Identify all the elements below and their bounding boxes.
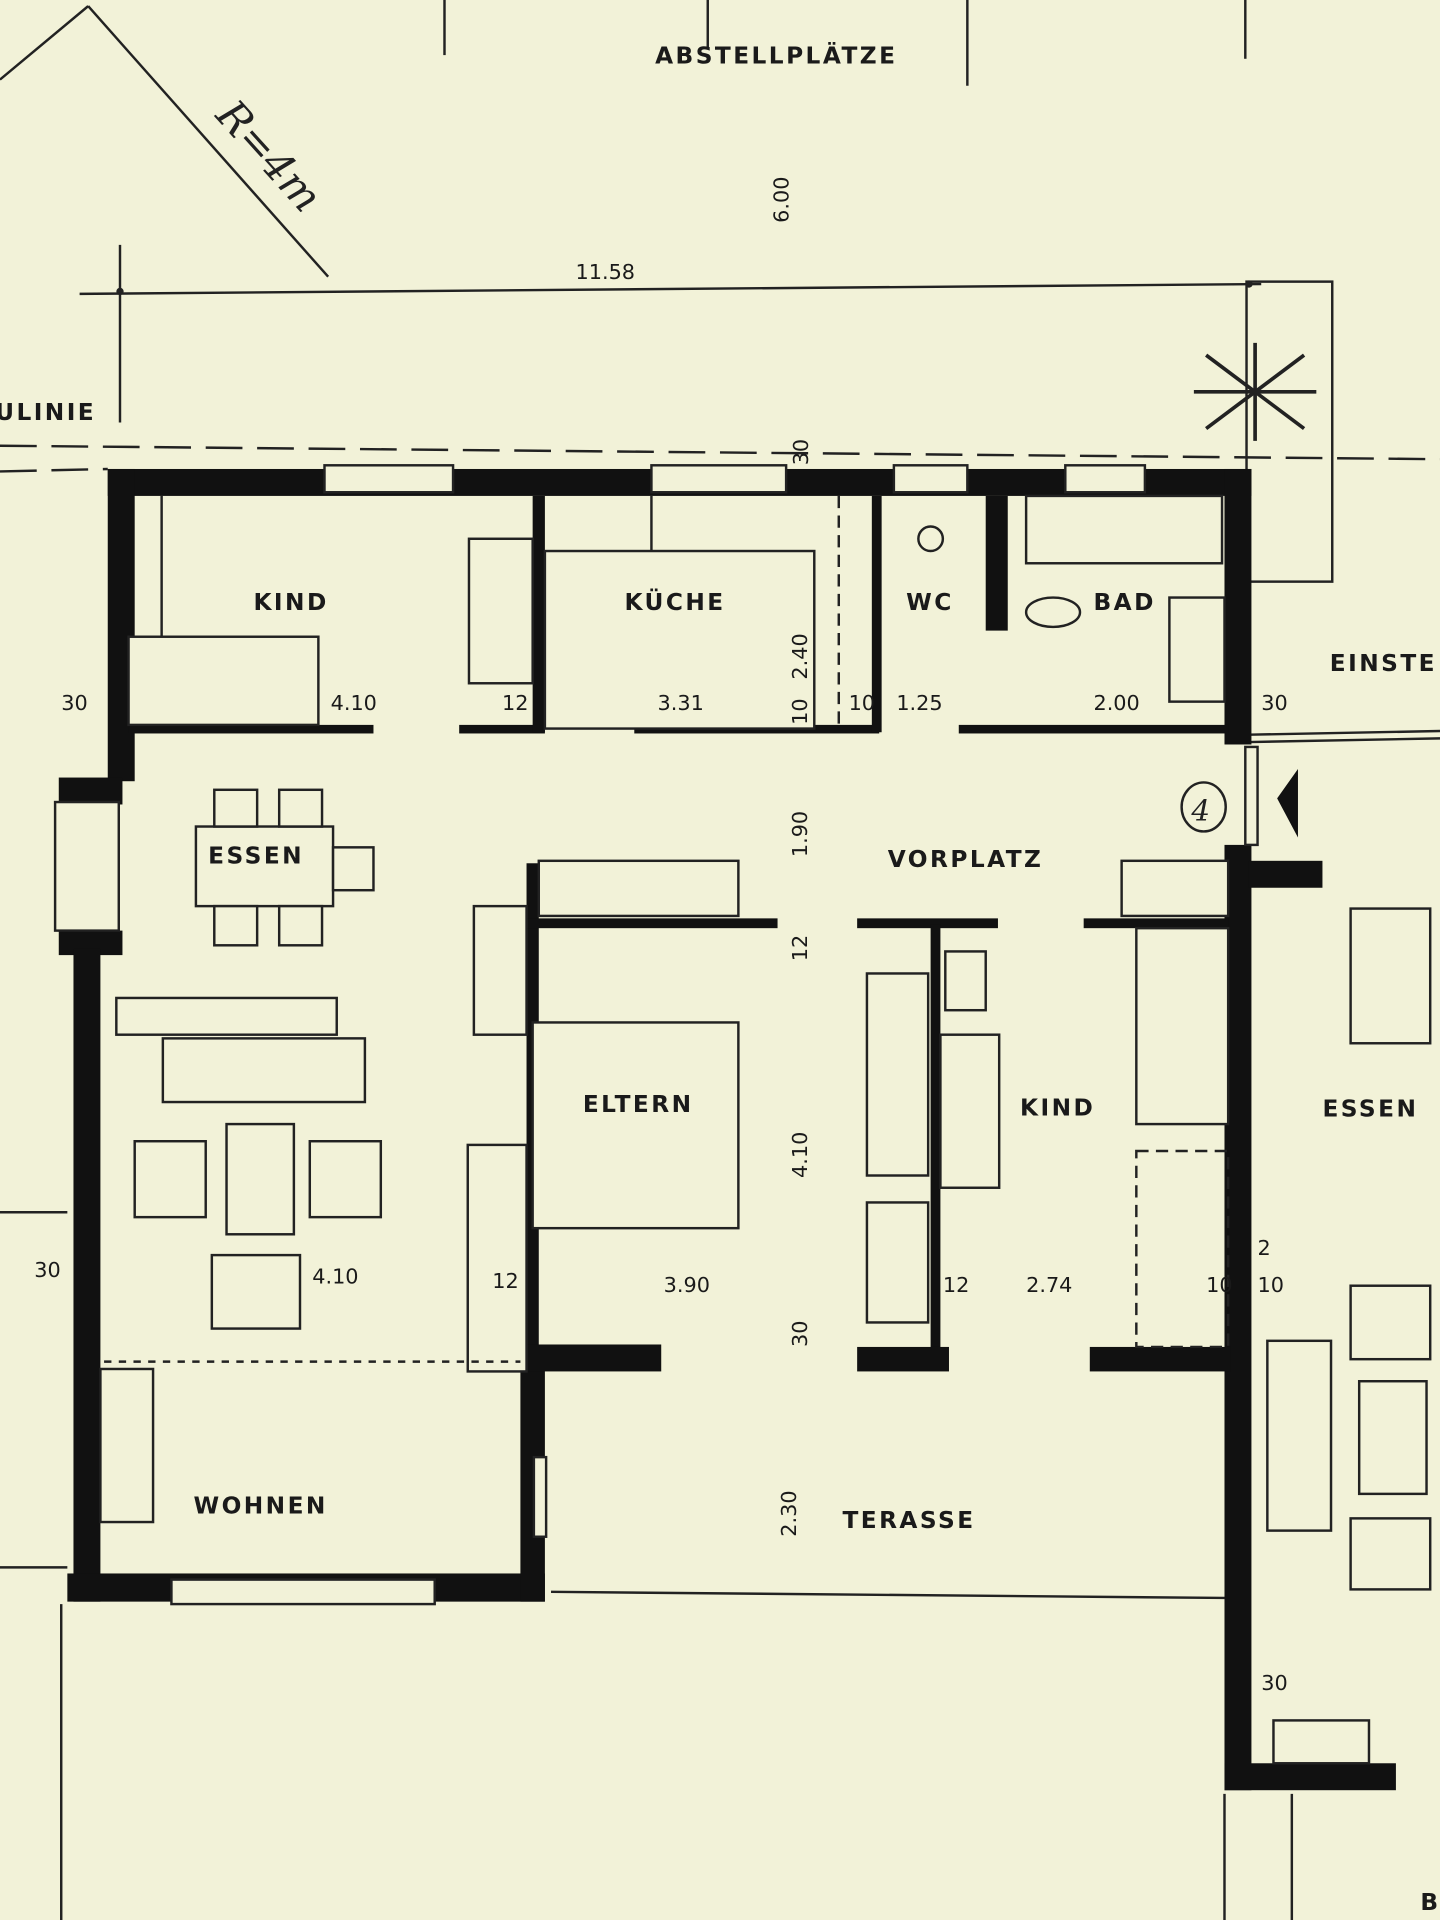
dim-wall-10-c: 10 [1206, 1273, 1232, 1297]
dim-wall-2: 2 [1258, 1236, 1271, 1260]
radius-note: R=4m [206, 89, 332, 221]
dim-wall-12-d: 12 [943, 1273, 969, 1297]
room-essen: ESSEN [208, 842, 304, 869]
dim-wall-10-d: 10 [1258, 1273, 1284, 1297]
room-vorplatz: VORPLATZ [888, 846, 1044, 873]
dim-right-wall-bottom: 30 [1261, 1671, 1287, 1695]
dim-kueche-width: 3.31 [658, 691, 704, 715]
tree-symbol [1193, 342, 1317, 441]
dim-terasse-depth: 2.30 [777, 1490, 801, 1536]
room-bad: BAD [1093, 589, 1155, 616]
walls [58, 468, 1396, 1791]
unit-number: 4 [1190, 793, 1210, 827]
dim-right-wall-top: 30 [1261, 691, 1287, 715]
dim-wall-12-a: 12 [502, 691, 528, 715]
room-wohnen: WOHNEN [193, 1492, 327, 1519]
room-essen-neighbor: ESSEN [1322, 1096, 1418, 1123]
dim-wall-12-c: 12 [492, 1269, 518, 1293]
dim-bad-width: 2.00 [1093, 691, 1139, 715]
dim-kueche-depth: 2.40 [788, 633, 812, 679]
dim-wohnen-width: 4.10 [312, 1264, 358, 1288]
building-line-label: ULINIE [0, 399, 96, 426]
dim-left-wall-top: 30 [61, 691, 87, 715]
dim-wall-12-b: 12 [788, 935, 812, 961]
unit-number-circle [1180, 781, 1227, 833]
furniture [99, 494, 1432, 1765]
dim-top-wall: 30 [789, 439, 813, 465]
dim-vorplatz-depth: 1.90 [788, 811, 812, 857]
dim-eltern-width: 3.90 [664, 1273, 710, 1297]
room-eltern: ELTERN [583, 1091, 694, 1118]
dim-wc-width: 1.25 [896, 691, 942, 715]
dim-wall-10-b: 10 [849, 691, 875, 715]
dimension-labels: 30 30 4.10 12 3.31 2.40 10 10 1.25 2.00 … [34, 439, 1287, 1695]
entrance-label: EINSTE [1330, 650, 1437, 677]
dim-kind-width: 4.10 [331, 691, 377, 715]
entrance-arrow-icon [1277, 768, 1298, 838]
windows [53, 464, 1259, 1606]
neighbor-label: BA [1420, 1889, 1440, 1916]
dim-kind-bottom-width: 2.74 [1026, 1273, 1072, 1297]
room-kind-top: KIND [253, 589, 328, 616]
parking-label: ABSTELLPLÄTZE [655, 42, 897, 70]
dim-wall-10-a: 10 [788, 698, 812, 724]
parking-depth: 6.00 [770, 177, 794, 223]
room-wc: WC [906, 589, 954, 616]
room-kind-bottom: KIND [1020, 1095, 1095, 1122]
dim-left-wall-bottom: 30 [34, 1258, 60, 1282]
dim-wall-30-bottom: 30 [788, 1320, 812, 1346]
total-width: 11.58 [576, 260, 636, 284]
room-terasse: TERASSE [842, 1507, 975, 1534]
dim-eltern-depth: 4.10 [788, 1132, 812, 1178]
room-kueche: KÜCHE [624, 588, 725, 616]
